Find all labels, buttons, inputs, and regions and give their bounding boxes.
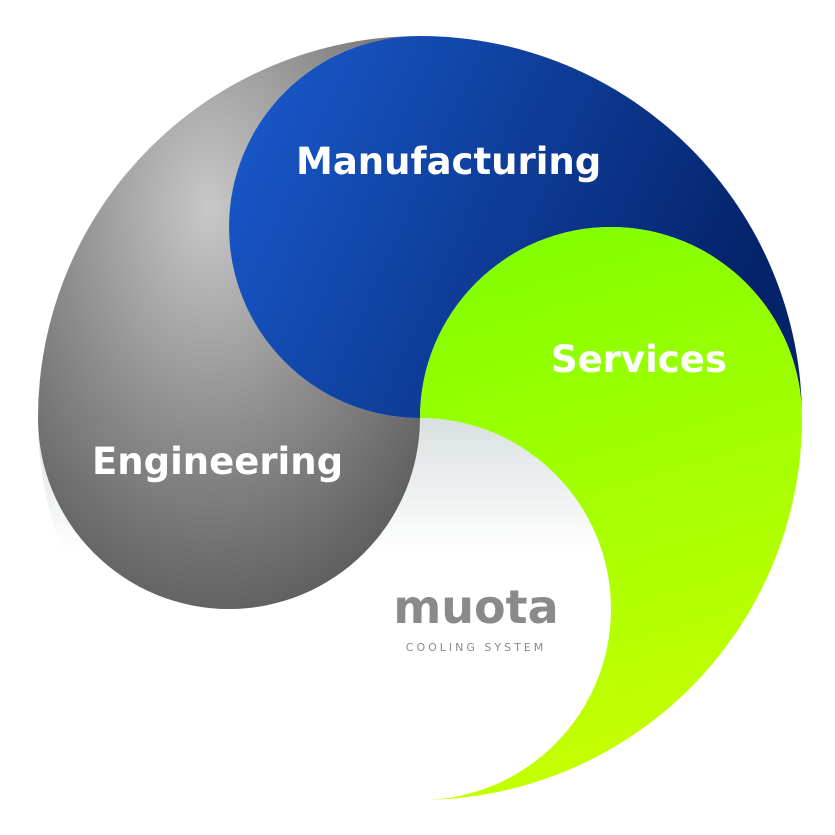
manufacturing-label: Manufacturing [296,140,602,183]
engineering-segment[interactable] [38,36,420,609]
logo-wordmark: muota [393,580,559,634]
logo-tagline: COOLING SYSTEM [405,641,547,655]
white-segment [38,418,611,800]
manufacturing-segment[interactable] [229,36,802,418]
services-label: Services [551,338,727,381]
services-segment[interactable] [420,227,802,800]
company-logo: muota COOLING SYSTEM [376,580,576,655]
engineering-label: Engineering [92,440,344,483]
